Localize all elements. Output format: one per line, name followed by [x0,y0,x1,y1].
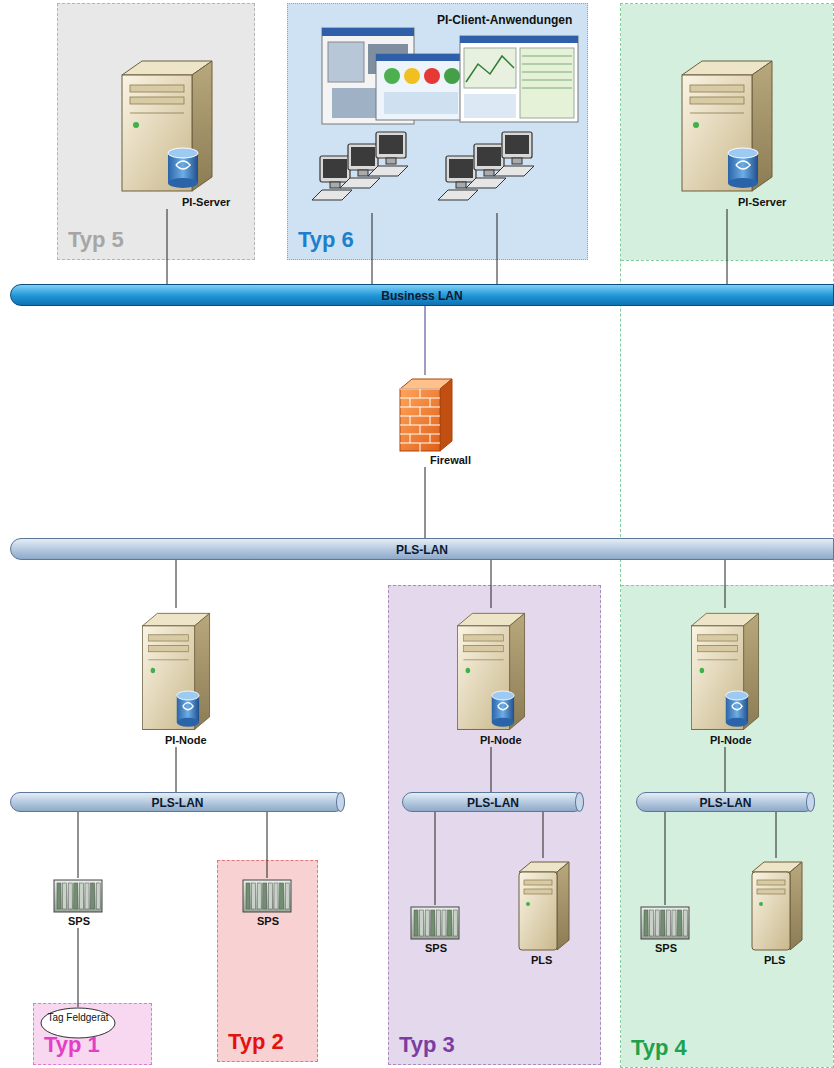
type-region: Typ 5 PI-Server [57,3,255,260]
client-wire [497,213,498,284]
network-bus: PLS-LAN [636,792,815,812]
network-link [725,747,726,792]
device-label: PI-Node [450,733,550,747]
device: PI-Node [135,608,235,747]
type-region: Typ 4 PI-ServerPI-NodePLS-LAN SPS PLS [620,3,834,1068]
bus-label: PLS-LAN [396,543,448,557]
network-bus: PLS-LAN [402,792,584,812]
sps-icon [410,905,460,941]
device: PLS [515,858,577,967]
type-region: Typ 3 PI-NodePLS-LAN SPS PLS [388,585,601,1065]
network-bus: Business LAN [10,284,834,306]
type-label: Typ 5 [68,227,124,253]
network-link [776,812,777,858]
bus-end-cap [575,792,584,812]
server-icon [135,608,217,733]
network-link [167,209,168,284]
device: SPS [242,878,302,928]
network-link [491,747,492,792]
device: SPS [640,905,700,955]
type-label: Typ 6 [298,227,354,253]
network-link [425,306,426,375]
sps-icon [53,878,103,914]
device-label: PI-Node [684,733,784,747]
client-illustration [288,4,589,261]
device-label: SPS [242,914,302,928]
device-label: PI-Node [135,733,235,747]
client-wire [372,213,373,284]
sps-icon [242,878,292,914]
network-link [176,560,177,608]
field-device-label: Tag Feldgerät [47,1012,109,1023]
device: SPS [53,878,113,928]
type-region: Typ 1 Tag Feldgerät [33,1003,152,1065]
device: PI-Server [672,55,807,209]
region-heading: PI-Client-Anwendungen [437,13,572,27]
server-icon [672,55,782,195]
bus-label: Business LAN [381,289,462,303]
bus-end-cap [336,792,345,812]
device-label: PLS [515,953,577,967]
firewall-icon [394,375,456,453]
device: PLS [748,858,810,967]
device: Firewall [394,375,484,467]
device: PI-Node [450,608,550,747]
server-icon [112,55,222,195]
bus-label: PLS-LAN [700,796,752,810]
network-link [78,928,79,1007]
pls-icon [515,858,571,953]
device-label: PI-Server [112,195,247,209]
network-link [725,560,726,608]
network-link [176,747,177,792]
type-label: Typ 3 [399,1032,455,1058]
server-icon [450,608,532,733]
network-link [267,812,268,878]
network-bus: PLS-LAN [10,538,834,560]
device-label: PLS [748,953,810,967]
pls-icon [748,858,804,953]
region-fill [621,260,833,261]
network-link [435,812,436,905]
type-label: Typ 4 [631,1035,687,1061]
network-link [425,467,426,538]
device-label: Firewall [394,453,484,467]
network-link [78,812,79,878]
network-bus: PLS-LAN [10,792,345,812]
network-link [543,812,544,858]
network-link [491,560,492,608]
type-region: Typ 2 SPS [217,860,318,1062]
network-link [727,209,728,284]
device-label: PI-Server [672,195,807,209]
bus-label: PLS-LAN [467,796,519,810]
server-icon [684,608,766,733]
bus-end-cap [806,792,815,812]
device: PI-Node [684,608,784,747]
network-link [665,812,666,905]
device-label: SPS [410,941,470,955]
device: SPS [410,905,470,955]
type-label: Typ 1 [44,1032,100,1058]
device-label: SPS [53,914,113,928]
sps-icon [640,905,690,941]
bus-label: PLS-LAN [152,796,204,810]
type-label: Typ 2 [228,1029,284,1055]
device-label: SPS [640,941,700,955]
device: PI-Server [112,55,247,209]
type-region: PI-Client-AnwendungenTyp 6 [287,3,588,260]
